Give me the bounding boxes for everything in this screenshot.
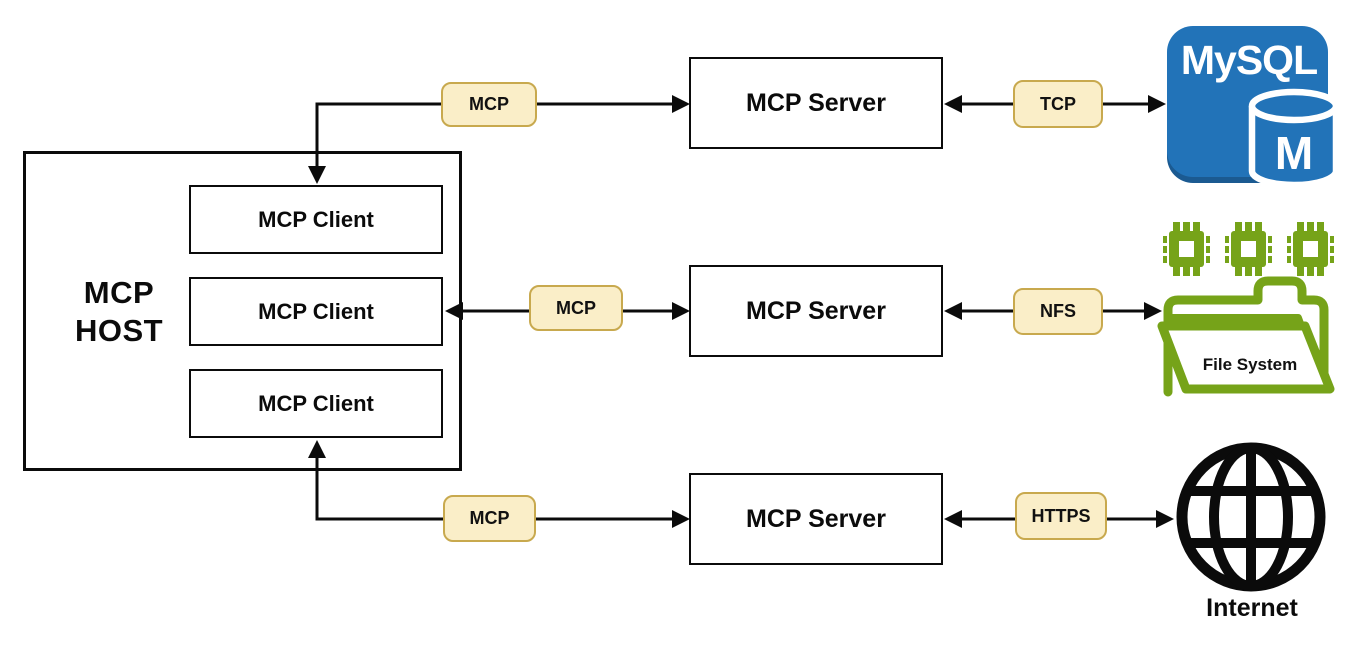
internet-globe-icon: [1176, 442, 1326, 592]
file-system-folder-icon: File System: [1157, 276, 1335, 397]
mcp-badge-top: MCP: [441, 82, 537, 127]
mcp-host-label-line1: MCP: [83, 275, 155, 310]
mcp-client-box-3: MCP Client: [189, 369, 443, 438]
tcp-badge: TCP: [1013, 80, 1103, 128]
mcp-client-label-2: MCP Client: [258, 298, 374, 324]
mysql-database-icon: MySQL M: [1167, 26, 1340, 189]
mcp-host-label-line2: HOST: [74, 312, 164, 348]
mcp-badge-bottom: MCP: [443, 495, 536, 542]
mcp-client-box-1: MCP Client: [189, 185, 443, 254]
mcp-server-box-3: MCP Server: [689, 473, 943, 565]
mcp-client-box-2: MCP Client: [189, 277, 443, 346]
mcp-server-label-2: MCP Server: [746, 296, 886, 325]
nfs-badge: NFS: [1013, 288, 1103, 335]
mysql-cylinder-letter: M: [1275, 127, 1313, 179]
internet-label: Internet: [1206, 594, 1298, 622]
mcp-server-box-2: MCP Server: [689, 265, 943, 357]
mcp-badge-middle: MCP: [529, 285, 623, 331]
chips-icon: [1163, 222, 1334, 276]
https-badge: HTTPS: [1015, 492, 1107, 540]
file-system-label: File System: [1203, 355, 1298, 374]
mcp-client-label-1: MCP Client: [258, 206, 374, 232]
mcp-server-label-1: MCP Server: [746, 88, 886, 117]
mcp-client-label-3: MCP Client: [258, 390, 374, 416]
mcp-server-label-3: MCP Server: [746, 504, 886, 533]
mysql-wordmark: MySQL: [1181, 37, 1317, 83]
mcp-host-label: MCP HOST: [44, 274, 194, 350]
mcp-server-box-1: MCP Server: [689, 57, 943, 149]
